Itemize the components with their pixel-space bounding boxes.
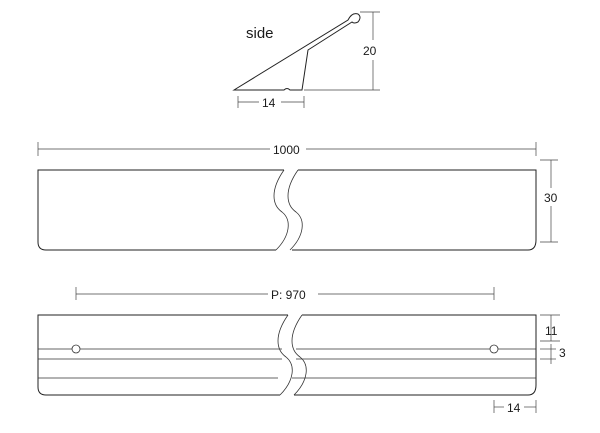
front-view: 1000 30 [37, 142, 558, 251]
back-break-line-2 [291, 314, 307, 396]
dim-1000-label: 1000 [273, 143, 300, 157]
mounting-hole-right [489, 344, 499, 354]
back-bar-left [37, 314, 288, 396]
front-bar-left [37, 169, 284, 251]
side-profile [232, 13, 361, 91]
back-bar-right [294, 314, 537, 396]
dim-3-label: 3 [559, 346, 566, 360]
front-bar-right [292, 169, 537, 251]
side-view-title: side [246, 25, 274, 42]
mounting-hole-left [71, 344, 81, 354]
dim-970-label: P: 970 [271, 288, 306, 302]
front-break-line-1 [273, 169, 289, 251]
back-break-line-1 [277, 314, 293, 396]
front-break-line-2 [287, 169, 303, 251]
dim-20-label: 20 [363, 44, 377, 58]
dim-14b-label: 14 [507, 401, 521, 415]
dim-14-label: 14 [262, 96, 276, 110]
dim-11-label: 11 [545, 324, 558, 338]
back-view: P: 970 11 3 14 [37, 287, 566, 415]
side-view: side 20 14 [232, 11, 380, 110]
dim-30-label: 30 [544, 191, 558, 205]
